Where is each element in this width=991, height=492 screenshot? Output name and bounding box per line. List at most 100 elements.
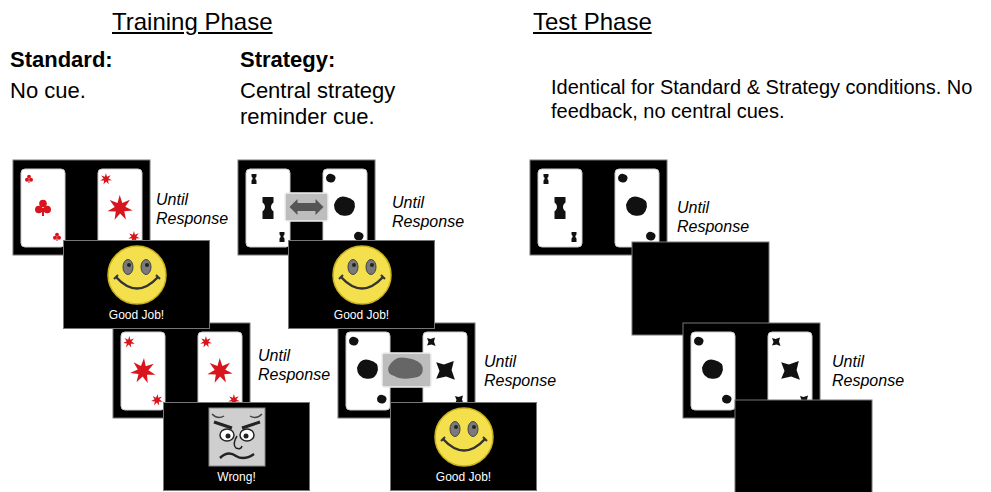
smiley-face xyxy=(433,406,495,468)
feedback-screen: Good Job! xyxy=(63,240,210,329)
smiley-pupil xyxy=(127,263,131,267)
frown-brow xyxy=(214,422,260,428)
frown-hair xyxy=(212,414,262,418)
club-symbol xyxy=(53,236,57,240)
timing-note: Until Response xyxy=(677,198,755,236)
smiley-eye xyxy=(366,260,376,275)
frown-eye xyxy=(240,429,254,441)
smiley-mouth xyxy=(341,277,383,289)
smiley-eye xyxy=(468,422,478,437)
blank-screen xyxy=(735,400,872,492)
smiley-face xyxy=(435,408,493,466)
card xyxy=(615,169,659,247)
frown-pupil xyxy=(225,434,230,439)
smiley-pupil xyxy=(472,425,476,429)
smiley-pupil xyxy=(352,263,356,267)
strategy-cue xyxy=(382,353,431,387)
feedback-text: Good Job! xyxy=(436,471,491,485)
card xyxy=(98,169,142,247)
feedback-text: Good Job! xyxy=(109,309,164,323)
blob-symbol xyxy=(326,174,336,183)
club-symbol xyxy=(57,237,58,241)
club-symbol xyxy=(25,178,29,182)
card xyxy=(246,169,290,247)
blob-symbol xyxy=(427,338,436,347)
club-symbol xyxy=(43,206,51,214)
smiley-mouth xyxy=(114,275,160,279)
splat-symbol xyxy=(200,336,212,348)
blank-screen xyxy=(632,242,769,335)
condition-heading: Standard: xyxy=(10,47,113,73)
frown-pupil xyxy=(243,434,248,439)
feedback-text: Wrong! xyxy=(217,471,255,485)
card xyxy=(21,169,65,247)
club-symbol xyxy=(29,179,30,183)
club-symbol xyxy=(35,206,43,214)
timing-note: Until Response xyxy=(484,352,562,390)
smiley-mouth xyxy=(441,437,487,441)
blob-symbol xyxy=(555,197,566,219)
feedback-screen: Good Job! xyxy=(390,402,537,491)
club-symbol xyxy=(57,236,61,240)
timing-note: Until Response xyxy=(392,193,470,231)
splat-symbol xyxy=(100,173,112,185)
card xyxy=(323,169,367,247)
smiley-eye xyxy=(141,260,151,275)
phase-heading: Training Phase xyxy=(112,8,273,37)
blob-symbol xyxy=(252,174,257,184)
frowning-face xyxy=(209,408,265,466)
blob-symbol xyxy=(694,337,704,346)
phase-heading: Test Phase xyxy=(533,8,652,37)
blob-symbol xyxy=(263,197,274,219)
strategy-cue-arrow xyxy=(290,199,324,215)
condition-note: No cue. xyxy=(10,78,86,104)
feedback-screen: Wrong! xyxy=(163,402,310,491)
condition-heading: Strategy: xyxy=(240,47,335,73)
screen xyxy=(530,160,667,255)
feedback-screen: Good Job! xyxy=(288,240,435,329)
card xyxy=(538,169,582,247)
smiley-mouth xyxy=(443,439,485,451)
blob-symbol xyxy=(436,361,455,380)
blob-symbol xyxy=(357,360,378,379)
condition-note: Central strategy reminder cue. xyxy=(240,78,430,131)
blob-symbol xyxy=(349,337,359,346)
card xyxy=(768,332,812,410)
smiley-eye xyxy=(123,260,133,275)
timing-note: Until Response xyxy=(156,190,234,228)
test-note: Identical for Standard & Strategy condit… xyxy=(551,75,987,123)
blob-symbol xyxy=(772,338,781,347)
card xyxy=(121,332,165,410)
strategy-cue-shape xyxy=(388,357,423,378)
blob-symbol xyxy=(334,197,355,216)
club-symbol xyxy=(42,208,44,216)
blob-symbol xyxy=(781,361,800,380)
splat-symbol xyxy=(130,358,155,383)
timing-note: Until Response xyxy=(832,352,910,390)
blob-symbol xyxy=(626,197,647,216)
smiley-pupil xyxy=(370,263,374,267)
blob-symbol xyxy=(544,174,549,184)
smiley-pupil xyxy=(145,263,149,267)
card xyxy=(198,332,242,410)
feedback-text: Good Job! xyxy=(334,309,389,323)
smiley-face xyxy=(108,246,166,304)
smiley-face xyxy=(333,246,391,304)
blob-symbol xyxy=(618,174,628,183)
frown-nose xyxy=(234,436,242,449)
smiley-face xyxy=(331,244,393,306)
blob-symbol xyxy=(646,232,656,241)
blob-symbol xyxy=(702,360,723,379)
blob-symbol xyxy=(572,232,577,242)
strategy-cue xyxy=(285,193,328,221)
smiley-pupil xyxy=(454,425,458,429)
blob-symbol xyxy=(280,232,285,242)
smiley-mouth xyxy=(116,277,158,289)
club-symbol xyxy=(29,178,33,182)
splat-symbol xyxy=(207,358,232,383)
timing-note: Until Response xyxy=(258,346,336,384)
smiley-eye xyxy=(450,422,460,437)
splat-symbol xyxy=(107,195,132,220)
card xyxy=(691,332,735,410)
splat-symbol xyxy=(151,394,163,406)
